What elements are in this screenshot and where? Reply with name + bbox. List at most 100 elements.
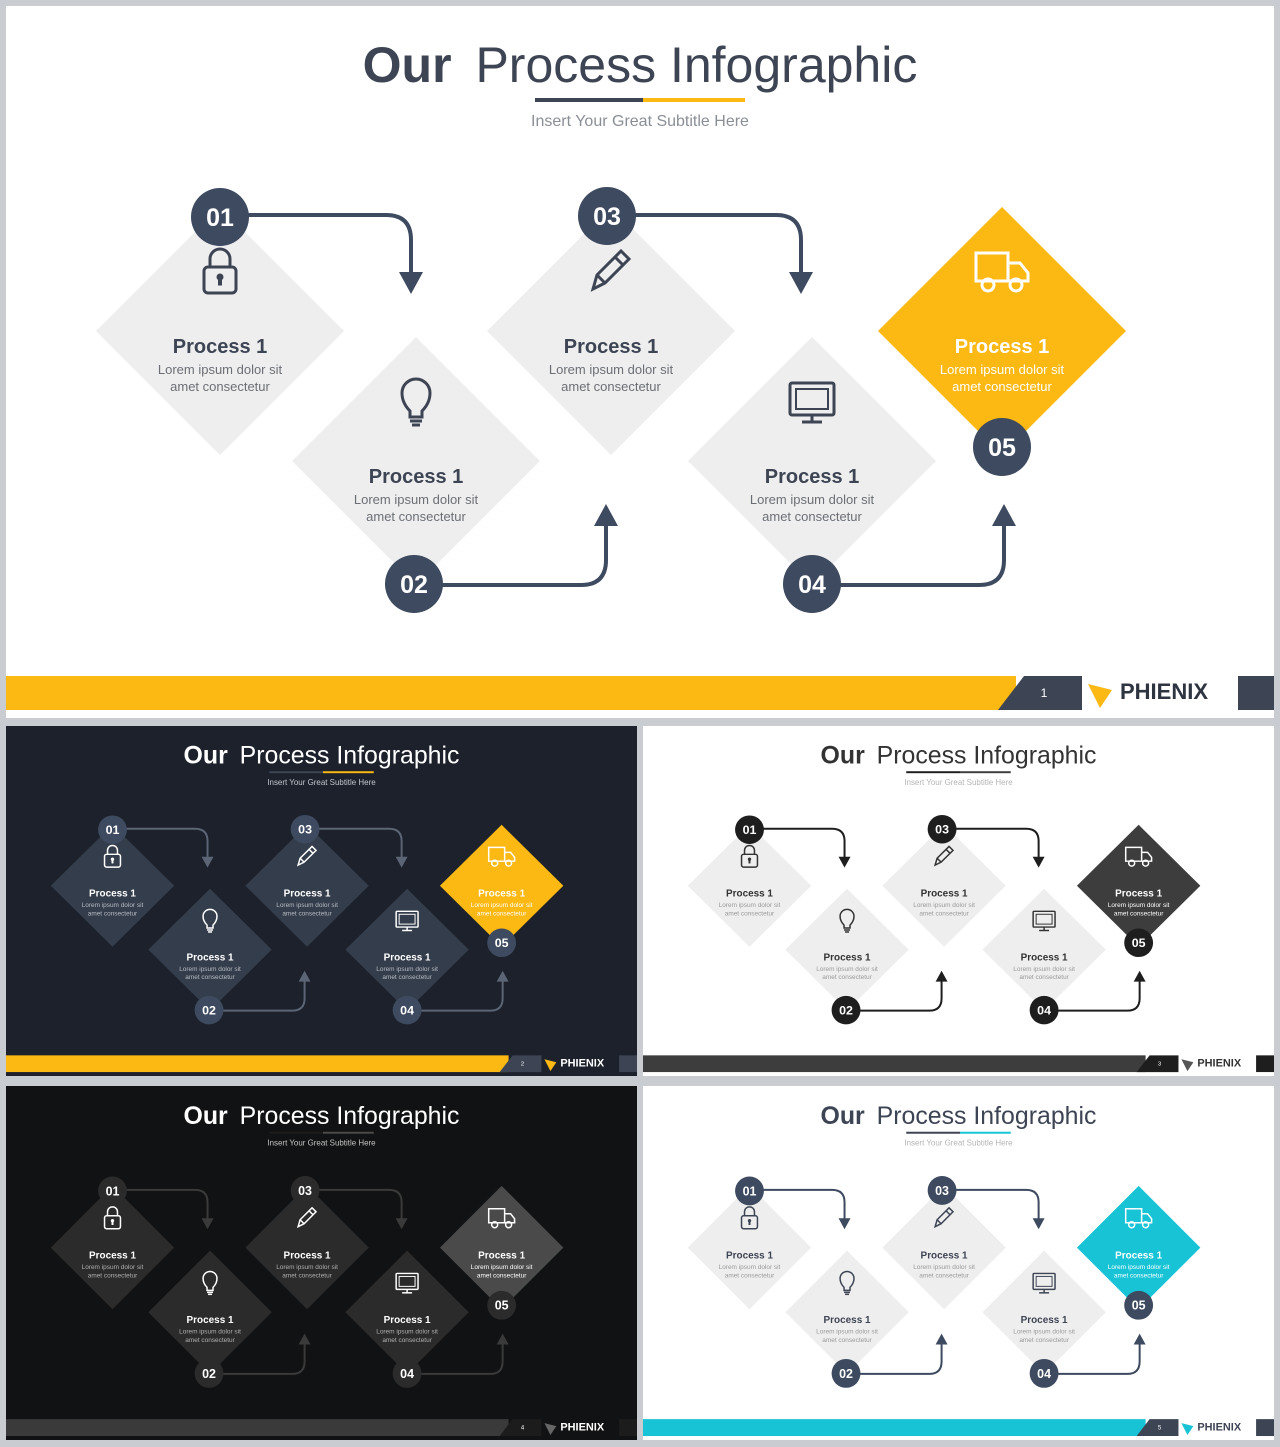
number-text: 02	[400, 571, 428, 599]
step-number-01: 01	[98, 815, 127, 844]
arrowhead-01	[201, 856, 214, 868]
step-number-03: 03	[927, 1175, 957, 1205]
number-text: 05	[495, 936, 509, 950]
step-description-line1: Lorem ipsum dolor sit	[82, 902, 144, 909]
connector-arrow-02	[215, 979, 306, 1012]
diamond-shape	[687, 1185, 812, 1310]
step-description-line1: Lorem ipsum dolor sit	[1013, 966, 1075, 973]
number-circle	[385, 555, 443, 613]
connector-arrow-01	[758, 827, 846, 863]
number-circle	[1029, 995, 1059, 1025]
title-bold: Our	[821, 1102, 866, 1130]
number-circle	[735, 1176, 764, 1206]
footer-end-block	[1238, 676, 1274, 710]
step-number-01: 01	[735, 1176, 764, 1206]
step-number-02: 02	[831, 1358, 861, 1388]
step-description-line2: amet consectetur	[919, 910, 969, 917]
lock-icon	[202, 247, 238, 295]
slide-4-thumbnail[interactable]: Our Process Infographic Insert Your Grea…	[6, 1086, 637, 1440]
connector-arrow-02	[215, 1342, 306, 1375]
step-description-line2: amet consectetur	[822, 1337, 872, 1344]
step-description-line1: Lorem ipsum dolor sit	[276, 902, 338, 909]
arrowhead-04	[496, 1333, 509, 1345]
step-description-line2: amet consectetur	[1114, 910, 1164, 917]
footer-dark-tab	[499, 1055, 542, 1073]
connector-arrow-01	[121, 827, 209, 863]
step-description-line1: Lorem ipsum dolor sit	[549, 362, 674, 377]
footer-dark-tab	[998, 676, 1082, 710]
footer-dark-tab	[1136, 1055, 1179, 1073]
step-description-line2: amet consectetur	[185, 974, 235, 981]
slide-subtitle: Insert Your Great Subtitle Here	[267, 778, 376, 787]
step-description-line2: amet consectetur	[725, 910, 775, 917]
step-label: Process 1	[173, 336, 268, 358]
step-description-line1: Lorem ipsum dolor sit	[471, 902, 533, 909]
diamond-shape	[345, 888, 469, 1011]
footer-end-block	[619, 1055, 637, 1073]
slide-1[interactable]: Our Process Infographic Insert Your Grea…	[6, 6, 1274, 718]
brand-name: PHIENIX	[560, 1058, 605, 1070]
arrowhead-02	[935, 970, 948, 982]
slide-2-thumbnail[interactable]: Our Process Infographic Insert Your Grea…	[6, 726, 637, 1076]
diamond-shape	[687, 824, 812, 947]
number-circle	[735, 815, 764, 844]
arrowhead-01	[201, 1218, 214, 1230]
slide-title: Our Process Infographic	[184, 742, 460, 769]
number-text: 05	[1132, 1299, 1146, 1313]
step-description-line1: Lorem ipsum dolor sit	[82, 1264, 144, 1271]
step-label: Process 1	[89, 889, 136, 900]
number-text: 03	[298, 823, 312, 837]
number-circle	[831, 995, 861, 1025]
brand-logo-icon	[1088, 684, 1112, 708]
lock-icon	[103, 1206, 122, 1230]
brand-logo-icon	[544, 1423, 557, 1436]
slide-title: Our Process Infographic	[821, 1102, 1097, 1130]
pencil-icon	[590, 248, 632, 292]
title-underline-accent	[959, 771, 1011, 774]
step-description-line1: Lorem ipsum dolor sit	[816, 1329, 878, 1336]
title-rest: Process Infographic	[877, 1102, 1097, 1130]
step-description-line2: amet consectetur	[170, 379, 270, 394]
step-number-03: 03	[578, 187, 636, 245]
monitor-icon	[1032, 1272, 1056, 1294]
slide-5-thumbnail[interactable]: Our Process Infographic Insert Your Grea…	[643, 1086, 1274, 1440]
monitor-icon	[395, 1272, 419, 1294]
number-text: 04	[400, 1004, 414, 1018]
number-text: 01	[106, 1184, 120, 1198]
step-description-line2: amet consectetur	[477, 1272, 527, 1279]
number-text: 05	[1132, 936, 1146, 950]
step-number-02: 02	[385, 555, 443, 613]
connector-arrow-01	[121, 1188, 209, 1225]
slide-3-thumbnail[interactable]: Our Process Infographic Insert Your Grea…	[643, 726, 1274, 1076]
number-text: 02	[839, 1367, 853, 1381]
arrowhead-03	[395, 1218, 408, 1230]
brand-name: PHIENIX	[1197, 1422, 1241, 1434]
connector-arrow-03	[951, 827, 1040, 863]
step-label: Process 1	[921, 889, 968, 900]
title-bold: Our	[184, 1102, 229, 1130]
step-number-04: 04	[1029, 1358, 1059, 1388]
arrowhead-04	[496, 970, 509, 982]
step-number-04: 04	[1029, 995, 1059, 1025]
lock-icon	[740, 1206, 759, 1230]
step-label: Process 1	[1021, 1315, 1068, 1326]
truck-icon	[1124, 1208, 1153, 1229]
